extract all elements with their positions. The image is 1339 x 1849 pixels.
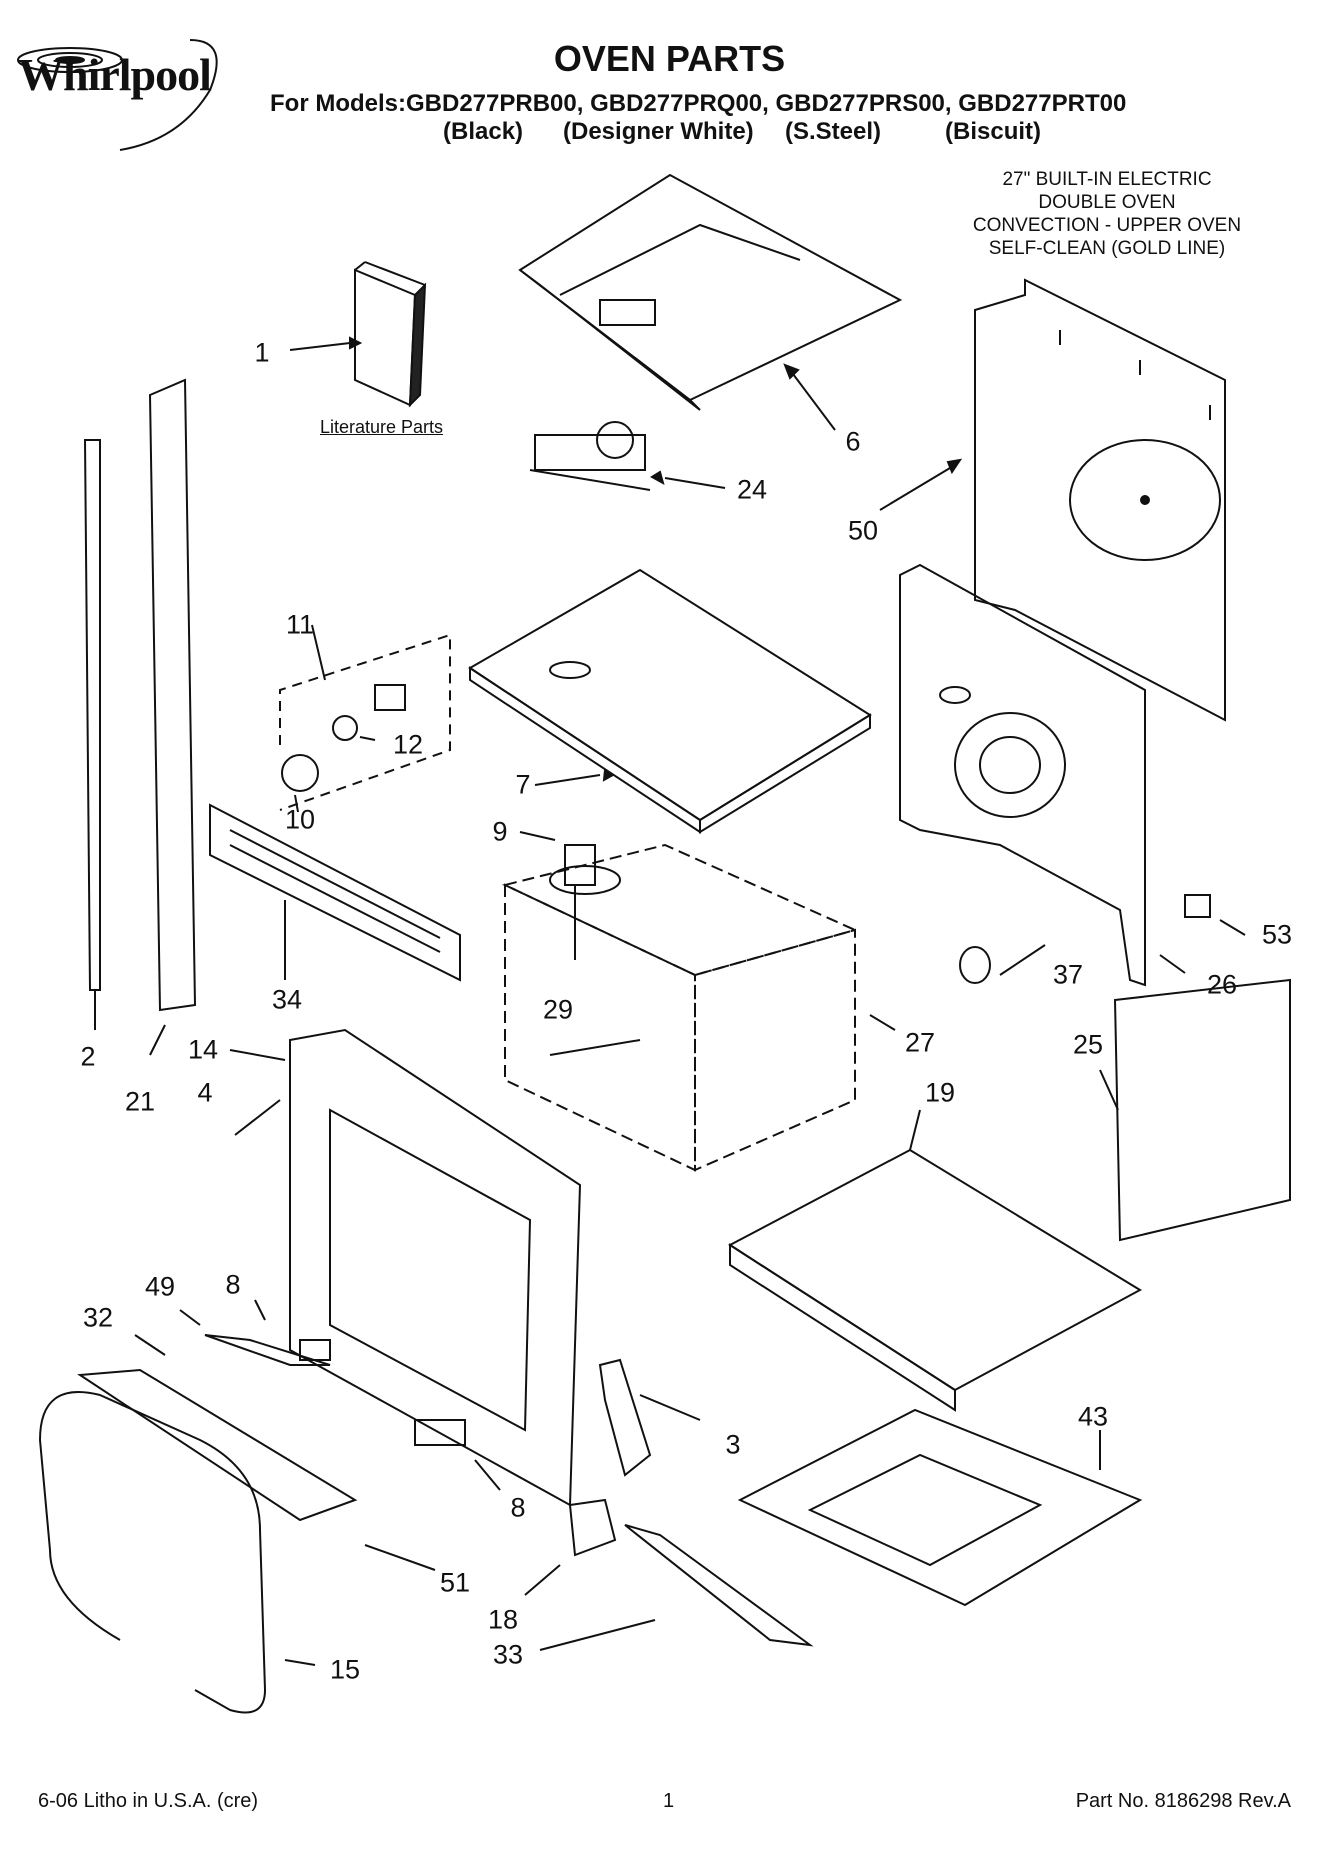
variant-black: (Black) xyxy=(443,118,524,145)
callout-4: 4 xyxy=(197,1077,213,1108)
part-1-literature xyxy=(355,262,425,405)
description-line: CONVECTION - UPPER OVEN xyxy=(972,215,1242,236)
part-8-spacer xyxy=(300,1340,330,1360)
callout-34: 34 xyxy=(271,984,303,1015)
callout-11: 11 xyxy=(285,609,315,640)
callout-51: 51 xyxy=(439,1567,471,1598)
part-34-vent xyxy=(210,805,460,980)
callout-15: 15 xyxy=(329,1654,361,1685)
part-21-side-trim xyxy=(150,380,195,1010)
callout-19: 19 xyxy=(924,1077,956,1108)
callout-26: 26 xyxy=(1206,969,1238,1000)
callout-12: 12 xyxy=(392,729,424,760)
callout-43: 43 xyxy=(1077,1401,1109,1432)
part-14-front-frame xyxy=(290,1030,580,1505)
part-25-side-panel xyxy=(1115,980,1290,1240)
variant-biscuit: (Biscuit) xyxy=(945,118,1041,145)
callout-53: 53 xyxy=(1261,919,1293,950)
literature-parts-label: Literature Parts xyxy=(320,417,444,437)
part-9-convection-motor xyxy=(550,845,620,960)
description-line: SELF-CLEAN (GOLD LINE) xyxy=(988,238,1226,259)
callout-3: 3 xyxy=(725,1429,741,1460)
product-description: 27" BUILT-IN ELECTRIC DOUBLE OVEN CONVEC… xyxy=(927,168,1287,260)
part-4-screw xyxy=(235,1100,280,1135)
part-3-hinge xyxy=(600,1360,650,1475)
part-18-bracket xyxy=(570,1500,615,1555)
callout-29: 29 xyxy=(542,994,574,1025)
callout-24: 24 xyxy=(736,474,768,505)
part-53-clip xyxy=(1185,895,1210,917)
callout-32: 32 xyxy=(82,1302,114,1333)
footer-page-number: 1 xyxy=(663,1790,675,1812)
callout-2: 2 xyxy=(80,1041,96,1072)
callout-14: 14 xyxy=(187,1034,219,1065)
part-7-oven-top xyxy=(470,570,870,832)
callout-49: 49 xyxy=(144,1271,176,1302)
callout-33: 33 xyxy=(492,1639,524,1670)
models-line: For Models:GBD277PRB00, GBD277PRQ00, GBD… xyxy=(270,90,1127,117)
part-37-sensor xyxy=(960,947,990,983)
whirlpool-swirl-icon xyxy=(18,40,217,150)
callout-21: 21 xyxy=(124,1086,156,1117)
part-43-lower-tray xyxy=(740,1410,1140,1605)
description-line: 27" BUILT-IN ELECTRIC xyxy=(1002,169,1212,190)
callout-8: 8 xyxy=(225,1269,241,1300)
part-6-top-panel xyxy=(520,175,900,410)
part-49-insulation xyxy=(205,1335,330,1365)
page-title: OVEN PARTS xyxy=(553,38,786,79)
part-8-spacer-lower xyxy=(415,1420,465,1445)
callout-18: 18 xyxy=(487,1604,519,1635)
variant-designer-white: (Designer White) xyxy=(563,118,754,145)
variant-stainless: (S.Steel) xyxy=(785,118,882,145)
part-27-oven-cavity xyxy=(505,845,855,1170)
callout-1: 1 xyxy=(254,337,270,368)
callout-10: 10 xyxy=(284,804,316,835)
footer-litho: 6-06 Litho in U.S.A. (cre) xyxy=(38,1790,259,1812)
part-11-lamp-assembly xyxy=(280,635,450,810)
part-32-trim xyxy=(80,1370,355,1520)
description-line: DOUBLE OVEN xyxy=(1038,192,1176,213)
callout-6: 6 xyxy=(845,426,861,457)
callout-27: 27 xyxy=(904,1027,936,1058)
part-50-rear-panel xyxy=(975,280,1225,720)
callout-50: 50 xyxy=(847,515,879,546)
part-2-trim-strip xyxy=(85,440,100,990)
footer-part-number: Part No. 8186298 Rev.A xyxy=(1075,1790,1291,1812)
part-24-door-latch xyxy=(530,422,650,490)
part-26-fan-cover xyxy=(900,565,1145,985)
callout-7: 7 xyxy=(515,769,531,800)
callout-37: 37 xyxy=(1052,959,1084,990)
callout-8-lower: 8 xyxy=(510,1492,526,1523)
part-33-rail xyxy=(625,1525,810,1645)
callout-25: 25 xyxy=(1072,1029,1104,1060)
part-15-door-gasket xyxy=(40,1392,265,1713)
whirlpool-logo: Whirlpool xyxy=(18,49,212,100)
callout-9: 9 xyxy=(492,816,508,847)
part-19-bottom-panel xyxy=(730,1150,1140,1410)
